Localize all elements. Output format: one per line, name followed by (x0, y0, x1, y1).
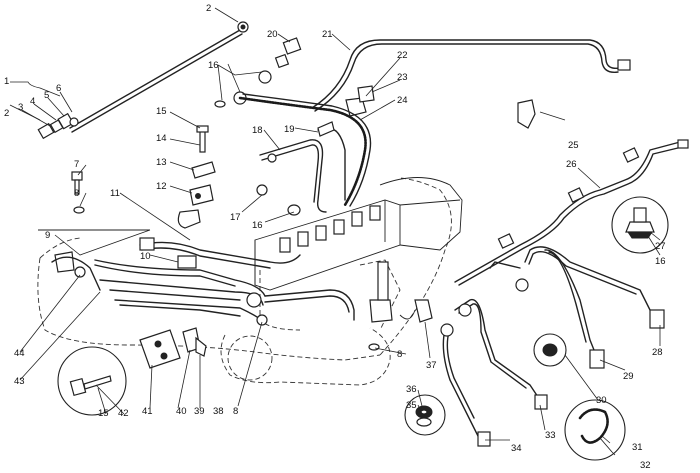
label-33: 33 (545, 430, 556, 441)
line-21 (311, 39, 631, 112)
label-30: 30 (596, 395, 607, 406)
label-38: 38 (213, 406, 224, 417)
label-16-mid: 16 (252, 220, 263, 231)
pipe-26 (454, 139, 689, 286)
label-24: 24 (397, 95, 408, 106)
label-29: 29 (623, 371, 634, 382)
label-31: 31 (632, 442, 643, 453)
pipes-9-11 (54, 237, 355, 326)
label-4: 4 (30, 96, 35, 107)
return-rod-assembly (37, 21, 249, 140)
union-27 (625, 207, 655, 239)
label-15: 15 (156, 106, 167, 117)
label-32: 32 (640, 460, 651, 471)
detail-circle-32 (564, 399, 626, 461)
label-41: 41 (142, 406, 153, 417)
label-16-right: 16 (655, 256, 666, 267)
label-8-left: 8 (74, 188, 79, 199)
label-17: 17 (230, 212, 241, 223)
label-43: 43 (14, 376, 25, 387)
bolt-42 (69, 375, 112, 397)
label-10: 10 (140, 251, 151, 262)
label-23: 23 (397, 72, 408, 83)
bolt-7 (71, 171, 83, 195)
label-28: 28 (652, 347, 663, 358)
label-34: 34 (511, 443, 522, 454)
label-37: 37 (426, 360, 437, 371)
label-22: 22 (397, 50, 408, 61)
injection-pump (254, 177, 463, 291)
label-7: 7 (74, 159, 79, 170)
bracket-43-44 (38, 229, 150, 291)
label-15-bottom: 15 (98, 408, 109, 419)
label-2-left: 2 (4, 108, 9, 119)
label-19: 19 (284, 124, 295, 135)
label-12: 12 (156, 181, 167, 192)
label-35: 35 (406, 400, 417, 411)
label-8-center: 8 (397, 349, 402, 360)
label-6: 6 (56, 83, 61, 94)
washer-8-center (368, 343, 380, 351)
washer-8 (73, 206, 85, 214)
label-9: 9 (45, 230, 50, 241)
nut-35-36 (415, 405, 433, 427)
crankcase-cylinder (220, 327, 391, 386)
label-3: 3 (18, 102, 23, 113)
delivery-valves (279, 205, 381, 253)
label-14: 14 (156, 133, 167, 144)
label-11: 11 (110, 188, 120, 199)
label-13: 13 (156, 157, 167, 168)
label-20: 20 (267, 29, 278, 40)
label-16-top: 16 (208, 60, 219, 71)
hose-24 (238, 96, 367, 207)
label-5: 5 (44, 90, 49, 101)
bracket-detail (139, 327, 207, 369)
label-21: 21 (322, 29, 333, 40)
leader-lines (9, 7, 661, 456)
engine-outline (37, 177, 452, 361)
clamp-parts (177, 125, 216, 229)
label-40: 40 (176, 406, 187, 417)
nut-30 (542, 343, 558, 357)
label-36: 36 (406, 384, 417, 395)
label-39: 39 (194, 406, 205, 417)
label-8-bottom: 8 (233, 406, 238, 417)
pipes-17-19 (256, 121, 346, 216)
label-18: 18 (252, 125, 263, 136)
pipes-33-34 (440, 298, 548, 447)
label-26: 26 (566, 159, 577, 170)
label-1: 1 (4, 76, 9, 87)
clamp-31 (578, 408, 613, 453)
fitting-37 (369, 261, 433, 323)
label-27: 27 (655, 241, 666, 252)
pipes-28-29 (489, 246, 665, 369)
label-25: 25 (568, 140, 579, 151)
label-42: 42 (118, 408, 129, 419)
label-44: 44 (14, 348, 25, 359)
label-2-top: 2 (206, 3, 211, 14)
fittings-top (214, 37, 536, 129)
callout-labels: 2 1 2 3 4 5 6 20 21 16 22 23 24 15 14 18… (4, 3, 666, 471)
